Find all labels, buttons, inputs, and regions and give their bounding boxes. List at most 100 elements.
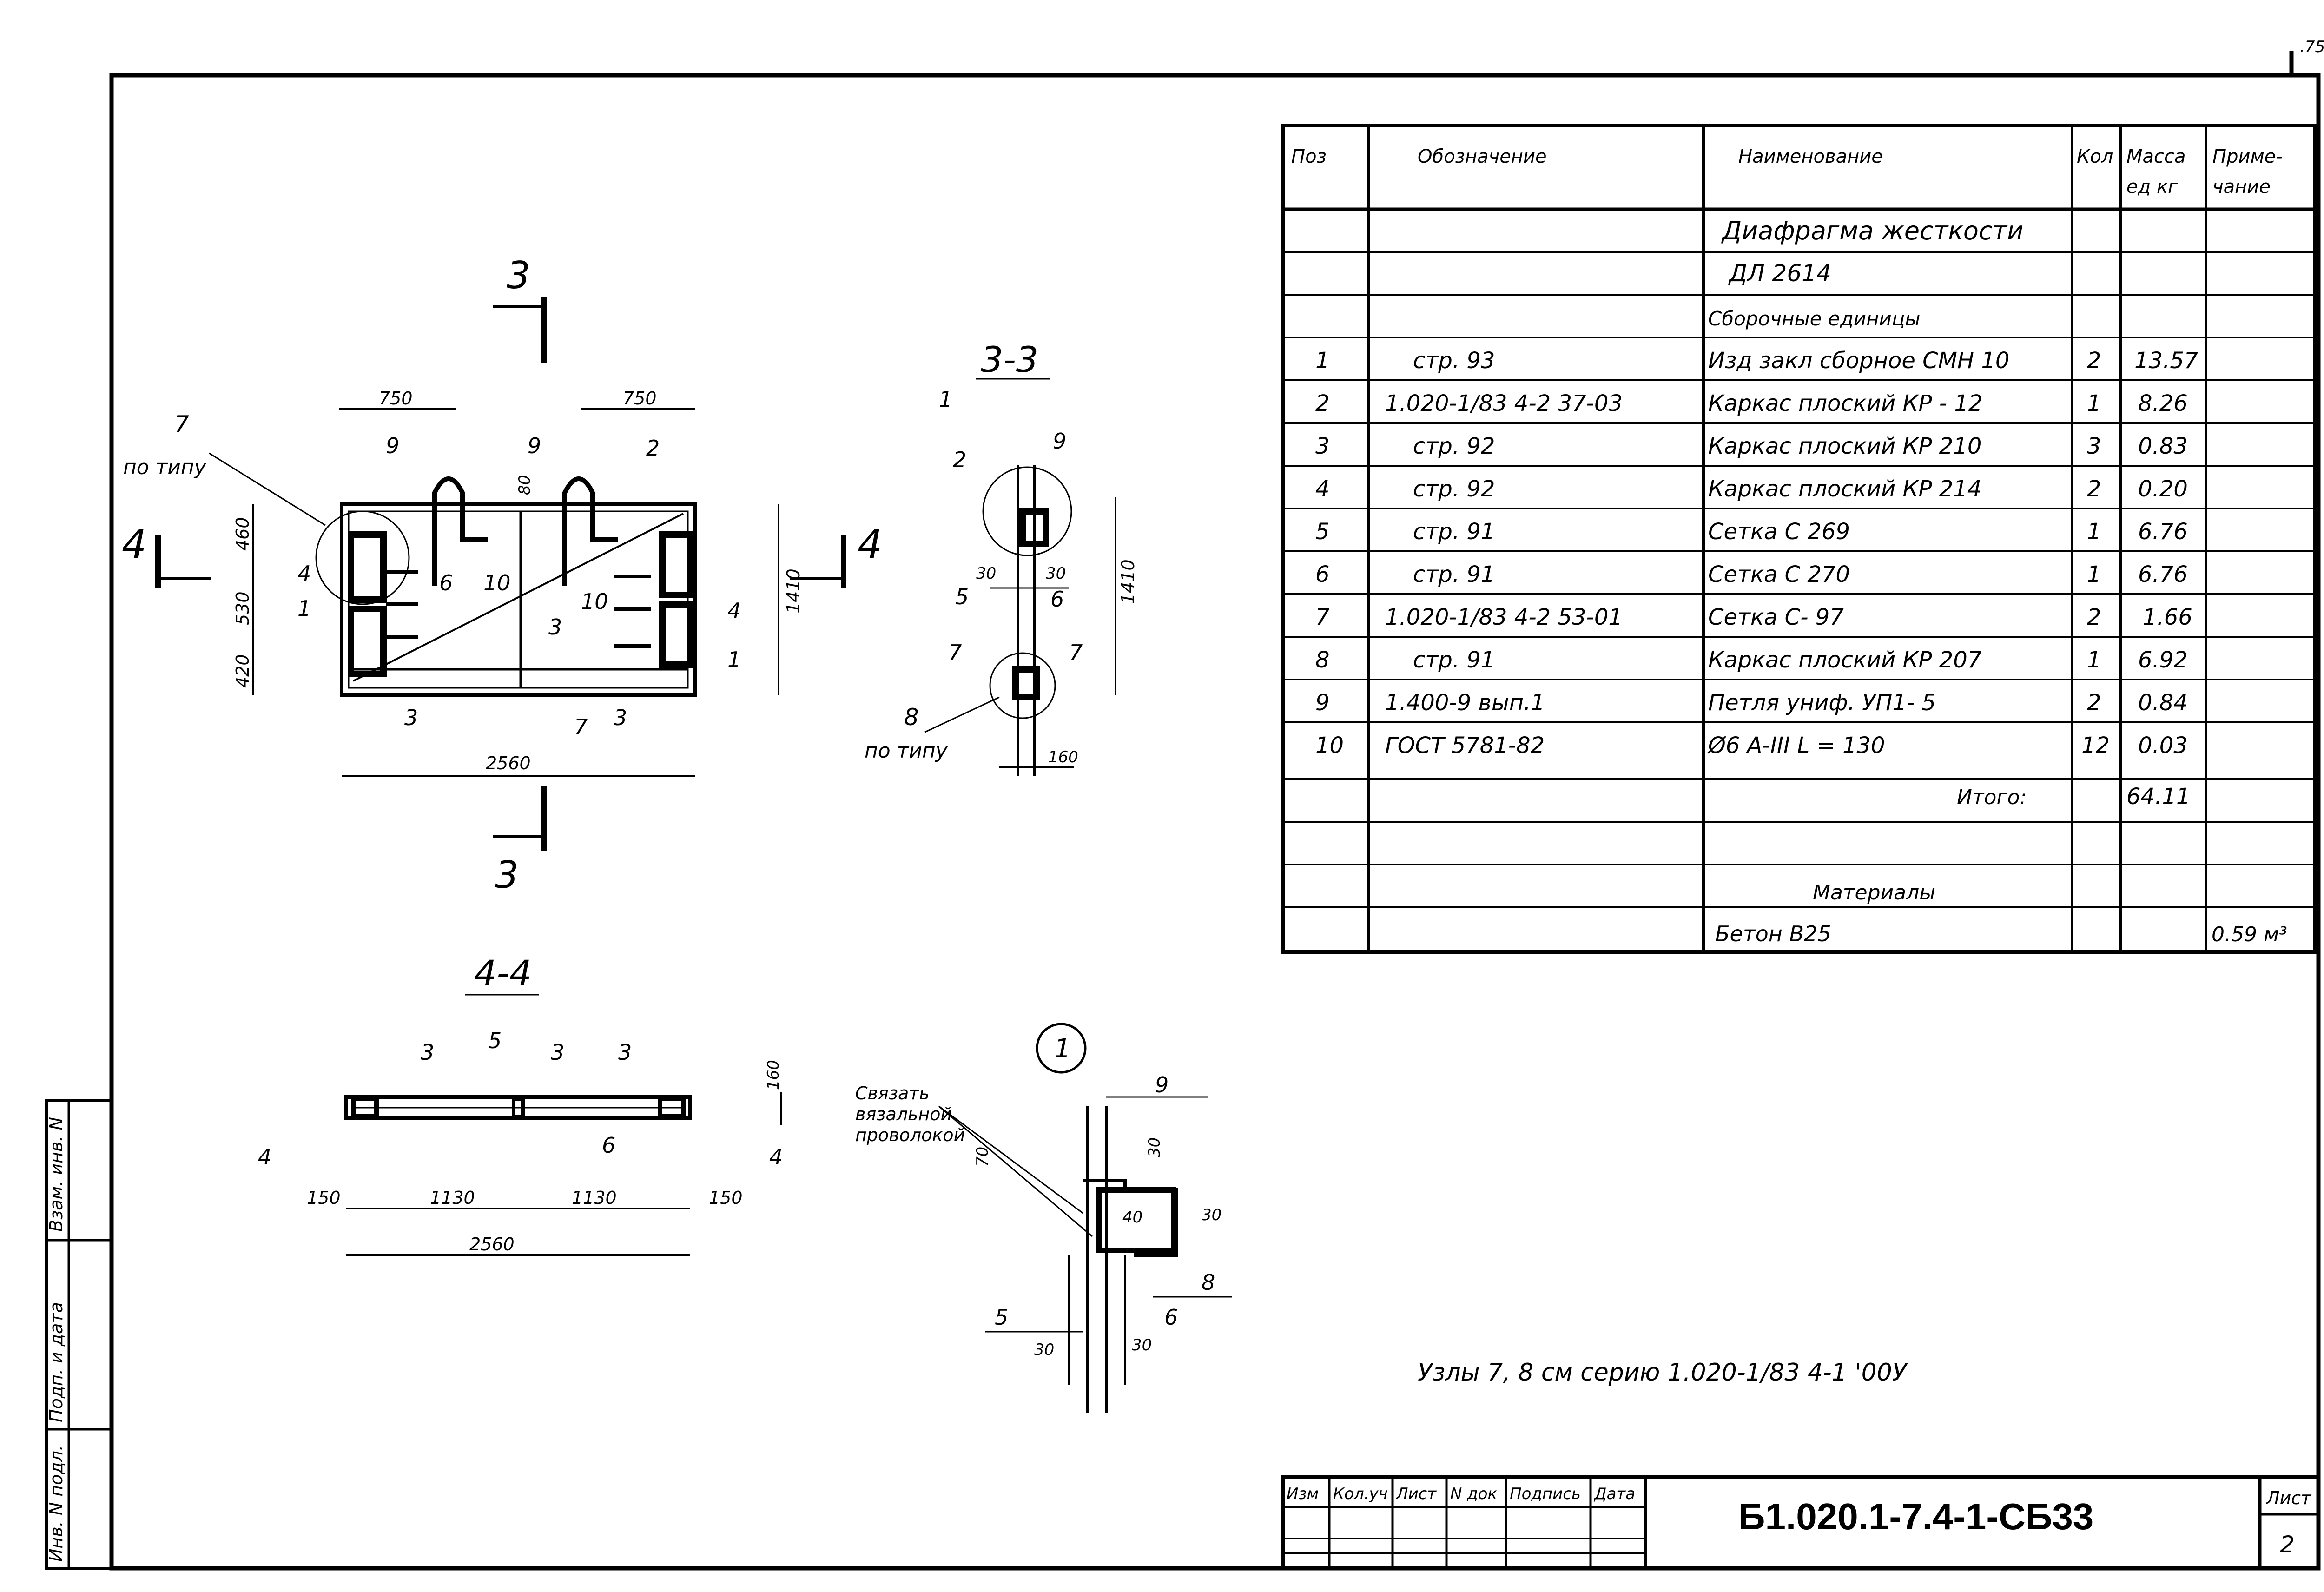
row-designation: 1.400-9 вып.1 bbox=[1385, 690, 1545, 716]
label-4-right: 4 bbox=[727, 598, 741, 623]
row-pos: 5 bbox=[1315, 519, 1330, 545]
side-mark-left: 4 bbox=[122, 522, 146, 567]
label-44-4-left: 4 bbox=[258, 1144, 271, 1169]
row-mass: 6.76 bbox=[2138, 561, 2188, 588]
stamp-inv-podl: Инв. N подл. bbox=[46, 1445, 66, 1562]
row-qty: 12 bbox=[2081, 733, 2110, 759]
label-n1-6: 6 bbox=[1164, 1305, 1178, 1330]
label-33-6: 6 bbox=[1050, 587, 1064, 612]
material-note: 0.59 м³ bbox=[2212, 923, 2287, 946]
spec-title-1: Диафрагма жесткости bbox=[1721, 216, 2023, 245]
row-qty: 1 bbox=[2087, 561, 2101, 588]
dim-n1-30-br: 30 bbox=[1132, 1336, 1152, 1354]
row-name: Каркас плоский КР 214 bbox=[1708, 476, 1981, 502]
label-33-5: 5 bbox=[955, 584, 969, 609]
label-3-bottom-left: 3 bbox=[404, 705, 418, 730]
label-n1-8: 8 bbox=[1202, 1270, 1215, 1295]
label-3-center: 3 bbox=[548, 614, 562, 640]
row-designation: стр. 92 bbox=[1413, 476, 1495, 502]
row-mass: 13.57 bbox=[2134, 348, 2199, 374]
header-designation: Обозначение bbox=[1418, 146, 1547, 167]
total-mass: 64.11 bbox=[2126, 784, 2190, 810]
row-pos: 10 bbox=[1315, 733, 1344, 759]
tb-header-kol: Кол.уч bbox=[1333, 1485, 1388, 1503]
row-mass: 0.20 bbox=[2138, 476, 2188, 502]
row-mass: 0.84 bbox=[2138, 690, 2188, 716]
table-row: 2 1.020-1/83 4-2 37-03 Каркас плоский КР… bbox=[1315, 390, 2188, 416]
table-row: 7 1.020-1/83 4-2 53-01 Сетка С- 97 2 1.6… bbox=[1315, 604, 2192, 630]
section-assemblies: Сборочные единицы bbox=[1708, 307, 1921, 330]
dim-750-left: 750 bbox=[379, 388, 413, 409]
section-44-title: 4-4 bbox=[474, 952, 532, 994]
row-designation: 1.020-1/83 4-2 37-03 bbox=[1385, 390, 1623, 416]
table-row: 9 1.400-9 вып.1 Петля униф. УП1- 5 2 0.8… bbox=[1315, 690, 2188, 716]
label-9-left: 9 bbox=[386, 433, 399, 458]
label-10-left: 10 bbox=[483, 570, 511, 595]
dim-44-1130b: 1130 bbox=[572, 1188, 617, 1208]
tb-header-ndok: N док bbox=[1450, 1485, 1498, 1503]
table-row: 5 стр. 91 Сетка С 269 1 6.76 bbox=[1315, 519, 2188, 545]
spec-title-2: ДЛ 2614 bbox=[1728, 260, 1831, 287]
sheet-label: Лист bbox=[2265, 1488, 2312, 1508]
row-designation: ГОСТ 5781-82 bbox=[1385, 733, 1545, 759]
dim-n1-30-bl: 30 bbox=[1034, 1341, 1054, 1359]
row-qty: 1 bbox=[2087, 390, 2101, 416]
row-designation: стр. 91 bbox=[1413, 519, 1495, 545]
table-row: 10 ГОСТ 5781-82 Ø6 А-III L = 130 12 0.03 bbox=[1315, 733, 2188, 759]
dim-44-2560: 2560 bbox=[469, 1234, 515, 1255]
header-mass-1: Масса bbox=[2126, 146, 2186, 167]
callout-7: 7 bbox=[174, 411, 189, 438]
node-1-note-3: проволокой bbox=[855, 1125, 965, 1145]
dim-80: 80 bbox=[515, 475, 534, 495]
drawing-note: Узлы 7, 8 см серию 1.020-1/83 4-1 '00У bbox=[1418, 1359, 1908, 1387]
label-33-1: 1 bbox=[939, 387, 952, 412]
row-mass: 1.66 bbox=[2143, 604, 2192, 630]
label-7-bottom: 7 bbox=[574, 714, 588, 740]
section-mark-top: 3 bbox=[507, 254, 530, 297]
label-1-right: 1 bbox=[727, 647, 741, 672]
row-qty: 2 bbox=[2087, 604, 2101, 630]
label-44-4-right: 4 bbox=[769, 1144, 783, 1169]
spec-table: Поз Обозначение Наименование Кол Масса е… bbox=[1281, 124, 2317, 954]
row-designation: 1.020-1/83 4-2 53-01 bbox=[1385, 604, 1623, 630]
label-2: 2 bbox=[646, 436, 660, 461]
tb-header-data: Дата bbox=[1593, 1485, 1635, 1503]
row-pos: 6 bbox=[1315, 561, 1330, 588]
page-number: .75 bbox=[2300, 38, 2324, 56]
table-row: 1 стр. 93 Изд закл сборное СМН 10 2 13.5… bbox=[1315, 348, 2199, 374]
row-qty: 2 bbox=[2087, 690, 2101, 716]
dim-460: 460 bbox=[232, 517, 253, 551]
row-name: Каркас плоский КР 207 bbox=[1708, 647, 1982, 673]
row-qty: 3 bbox=[2087, 433, 2101, 459]
row-name: Ø6 А-III L = 130 bbox=[1707, 733, 1885, 759]
header-pos: Поз bbox=[1291, 146, 1327, 167]
callout-8: 8 bbox=[904, 704, 919, 731]
dim-33-30b: 30 bbox=[1046, 564, 1066, 583]
dim-44-150-right: 150 bbox=[709, 1188, 743, 1208]
row-mass: 6.76 bbox=[2138, 519, 2188, 545]
label-33-9: 9 bbox=[1053, 429, 1066, 454]
dim-33-160: 160 bbox=[1048, 748, 1078, 766]
section-4-4: 4-4 160 150 1130 1130 150 2560 3 5 3 3 4… bbox=[258, 952, 783, 1256]
row-name: Петля униф. УП1- 5 bbox=[1708, 690, 1936, 716]
row-name: Сетка С- 97 bbox=[1708, 604, 1844, 630]
label-44-5: 5 bbox=[488, 1028, 502, 1053]
section-33-title: 3-3 bbox=[981, 339, 1038, 380]
stamp-podp-data: Подп. и дата bbox=[46, 1302, 66, 1422]
section-materials: Материалы bbox=[1813, 881, 1935, 905]
callout-7-note: по типу bbox=[123, 456, 207, 479]
table-row: 8 стр. 91 Каркас плоский КР 207 1 6.92 bbox=[1315, 647, 2188, 673]
label-1-left: 1 bbox=[297, 596, 311, 621]
title-block: Изм Кол.уч Лист N док Подпись Дата Б1.02… bbox=[1281, 1475, 2320, 1570]
dim-420: 420 bbox=[232, 654, 253, 688]
stamp-vzam-inv: Взам. инв. N bbox=[46, 1117, 66, 1232]
row-mass: 0.03 bbox=[2138, 733, 2188, 759]
label-33-2: 2 bbox=[953, 447, 966, 472]
section-mark-bottom: 3 bbox=[495, 853, 519, 897]
label-44-3b: 3 bbox=[551, 1040, 564, 1065]
row-mass: 6.92 bbox=[2138, 647, 2188, 673]
label-44-3c: 3 bbox=[618, 1040, 632, 1065]
label-44-6: 6 bbox=[602, 1133, 615, 1158]
dim-33-1410: 1410 bbox=[1118, 559, 1138, 604]
row-name: Сетка С 269 bbox=[1708, 519, 1850, 545]
